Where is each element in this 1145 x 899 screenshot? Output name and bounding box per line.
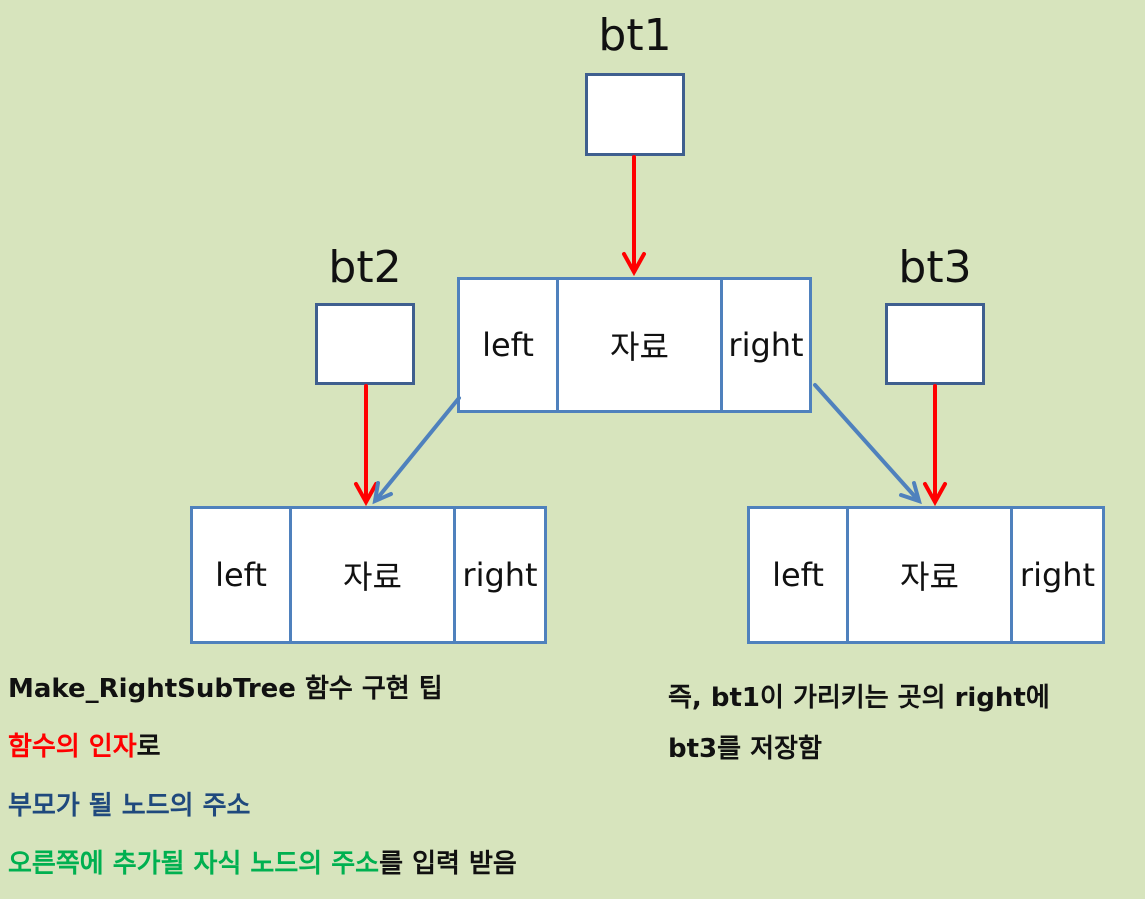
tip-parent-address: 부모가 될 노드의 주소: [8, 791, 251, 821]
root-data-field: 자료: [556, 280, 720, 410]
root-right-link-arrow: [813, 383, 922, 505]
tip-child-tail: 를 입력 받음: [379, 849, 517, 879]
bt1-label: bt1: [598, 10, 672, 61]
right-child-node: left 자료 right: [747, 506, 1105, 644]
tip-args-line: 함수의 인자로: [8, 732, 161, 763]
tip-title: Make_RightSubTree 함수 구현 팁: [8, 674, 443, 704]
tip-args-highlight: 함수의 인자: [8, 732, 137, 762]
root-left-link-arrow: [372, 396, 461, 505]
bt2-pointer-arrow: [354, 384, 378, 507]
bt2-label: bt2: [328, 242, 402, 293]
root-left-field: left: [482, 326, 534, 364]
tip-child-highlight: 오른쪽에 추가될 자식 노드의 주소: [8, 849, 380, 879]
bt3-pointer-arrow: [923, 384, 947, 507]
tip-args-tail: 로: [136, 732, 161, 762]
left-child-left-field: left: [215, 556, 267, 594]
bt1-pointer-box: [585, 73, 685, 156]
right-child-right-field: right: [1010, 509, 1102, 641]
left-child-node: left 자료 right: [190, 506, 547, 644]
right-child-data-field: 자료: [846, 509, 1010, 641]
tip-child-line: 오른쪽에 추가될 자식 노드의 주소를 입력 받음: [8, 849, 517, 880]
left-child-right-field: right: [453, 509, 544, 641]
right-child-left-field: left: [772, 556, 824, 594]
bt1-pointer-arrow: [622, 155, 646, 277]
root-right-field: right: [720, 280, 809, 410]
root-node: left 자료 right: [457, 277, 812, 413]
bt2-pointer-box: [315, 303, 415, 385]
summary-line-2: bt3를 저장함: [668, 734, 822, 764]
bt3-label: bt3: [898, 242, 972, 293]
bt3-pointer-box: [885, 303, 985, 385]
summary-line-1: 즉, bt1이 가리키는 곳의 right에: [668, 683, 1050, 713]
left-child-data-field: 자료: [289, 509, 453, 641]
